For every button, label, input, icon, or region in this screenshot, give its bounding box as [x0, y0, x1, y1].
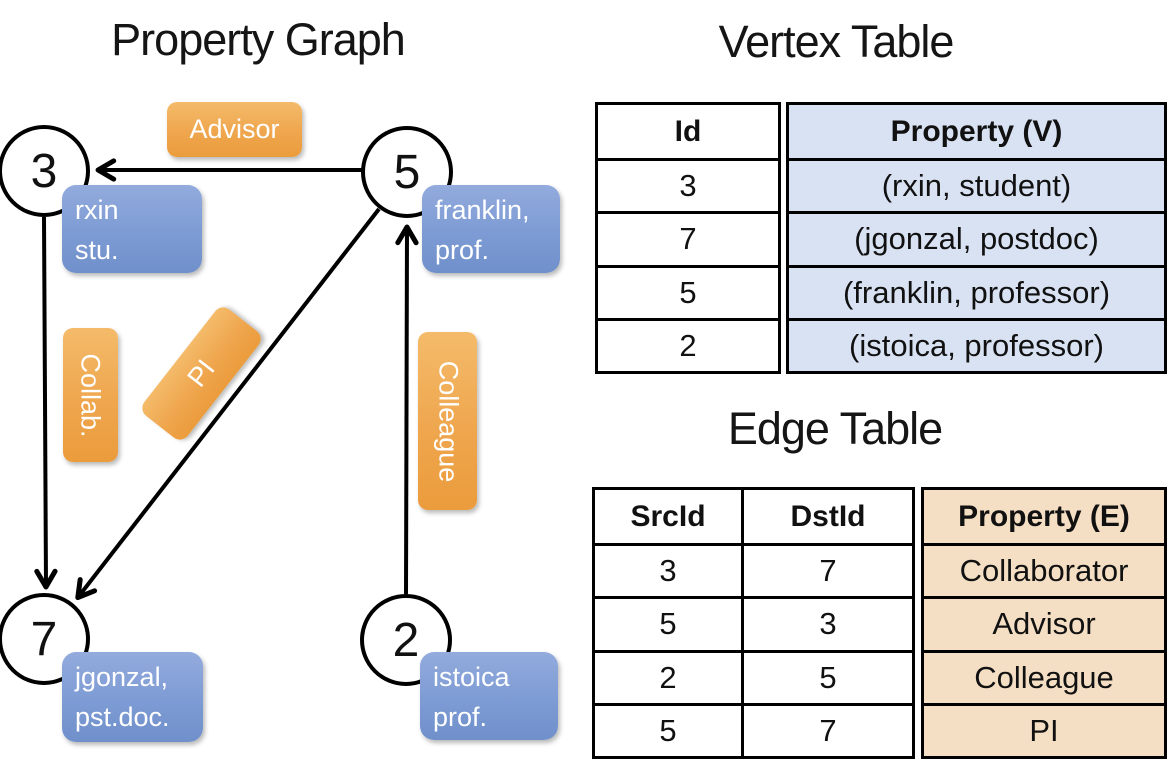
property-line: stu. [75, 235, 119, 265]
vertex-table-id-column: Id 3 7 5 2 [595, 102, 781, 374]
edge-label-colleague: Colleague [418, 332, 477, 510]
edge-table-property-column: Property (E) Collaborator Advisor Collea… [921, 487, 1167, 759]
vertex-table-title: Vertex Table [718, 16, 955, 67]
edge-table-id-columns: SrcId DstId 3 7 5 3 2 5 5 7 [592, 487, 915, 759]
table-cell: Collaborator [924, 543, 1164, 596]
table-cell: (jgonzal, postdoc) [789, 211, 1164, 264]
table-cell: 5 [595, 596, 741, 649]
edge-line-colleague-2-to-5 [395, 224, 419, 595]
property-line: prof. [435, 235, 490, 265]
table-cell: (istoica, professor) [789, 317, 1164, 371]
edge-line-pi-5-to-7 [75, 207, 381, 601]
edge-label-text: PI [181, 353, 221, 393]
table-cell: 3 [598, 158, 778, 211]
property-line: istoica [433, 662, 510, 692]
property-line: jgonzal, [75, 662, 169, 692]
edge-table-title: Edge Table [727, 403, 943, 454]
table-cell: 7 [741, 702, 912, 756]
table-cell: 7 [598, 211, 778, 264]
vertex-table-property-column: Property (V) (rxin, student) (jgonzal, p… [786, 102, 1167, 374]
table-cell: 2 [595, 649, 741, 703]
column-header: Id [674, 114, 702, 148]
property-line: rxin [75, 195, 119, 225]
edge-label-text: Colleague [433, 360, 463, 482]
table-cell: 2 [598, 317, 778, 371]
table-cell: (rxin, student) [789, 158, 1164, 211]
edge-label-collab: Collab. [63, 328, 118, 462]
vertex-id: 7 [30, 612, 58, 666]
property-line: pst.doc. [75, 702, 170, 732]
edge-label-advisor: Advisor [167, 102, 302, 157]
vertex-id: 2 [392, 613, 420, 667]
edge-line-collab-3-to-7 [34, 216, 58, 590]
vertex-property-box-jgonzal: jgonzal, pst.doc. [62, 652, 203, 742]
table-cell: 5 [595, 702, 741, 756]
vertex-property-box-franklin: franklin, prof. [422, 185, 560, 273]
vertex-property-box-rxin: rxin stu. [62, 185, 202, 273]
column-header: Property (V) [890, 114, 1063, 148]
table-cell: Colleague [924, 649, 1164, 703]
property-graph-title: Property Graph [111, 14, 406, 65]
table-cell: (franklin, professor) [789, 264, 1164, 318]
column-header: DstId [741, 490, 912, 544]
property-line: franklin, [435, 195, 530, 225]
table-cell: 3 [595, 543, 741, 596]
vertex-circle-5: 5 [361, 126, 453, 218]
edge-label-text: Advisor [189, 114, 280, 144]
vertex-id: 5 [393, 145, 421, 199]
table-cell: 5 [598, 264, 778, 318]
table-cell: 5 [741, 649, 912, 703]
table-cell: Advisor [924, 596, 1164, 649]
graph-edges-canvas [34, 158, 419, 601]
edge-label-text: Collab. [76, 352, 107, 438]
property-line: prof. [433, 702, 488, 732]
table-cell: 3 [741, 596, 912, 650]
table-cell: PI [924, 702, 1164, 756]
vertex-circle-2: 2 [360, 594, 452, 686]
vertex-id: 3 [30, 144, 58, 198]
vertex-property-box-istoica: istoica prof. [420, 652, 558, 740]
column-header: Property (E) [958, 499, 1130, 533]
table-cell: 7 [741, 543, 912, 597]
column-header: SrcId [630, 499, 706, 533]
